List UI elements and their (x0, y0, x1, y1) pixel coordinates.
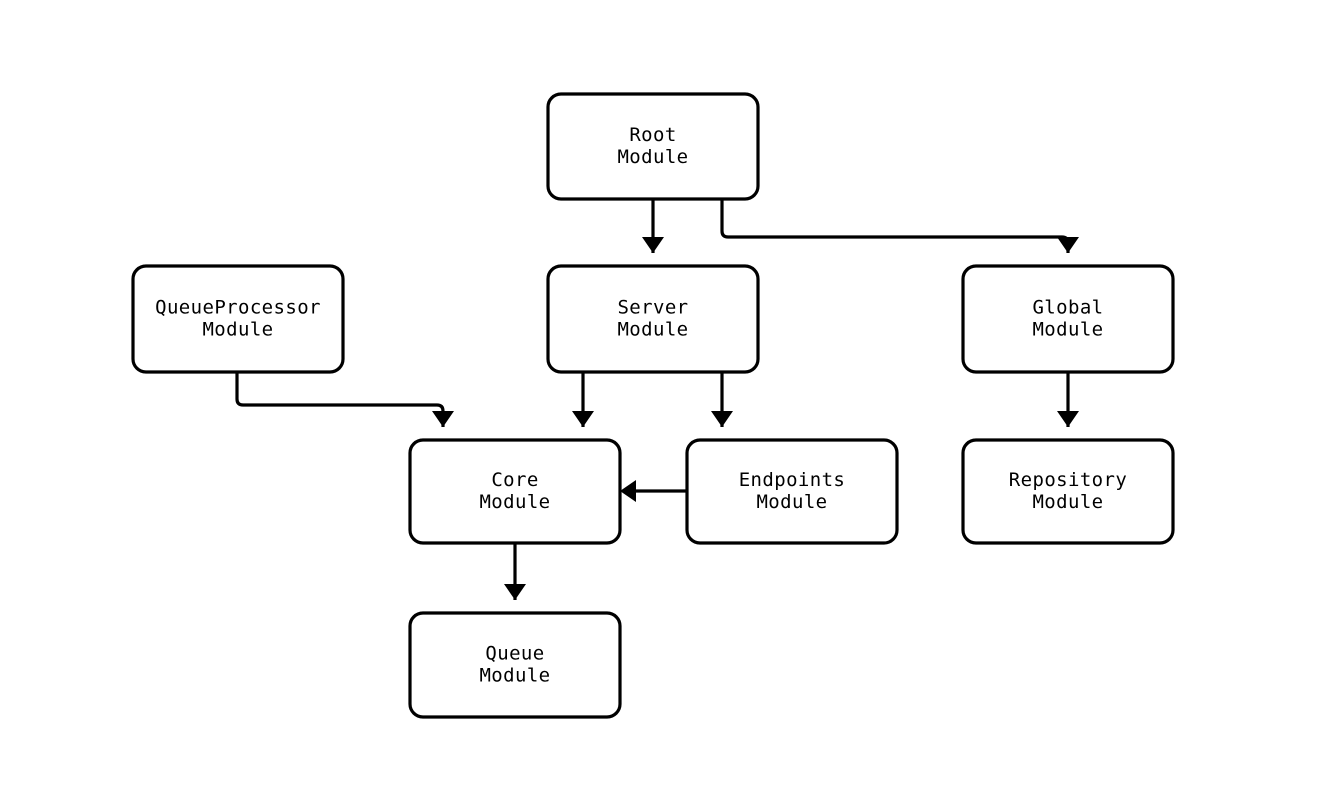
node-label-endpoints-line2: Module (756, 491, 827, 513)
node-box-server[interactable] (546, 264, 760, 374)
node-label-server-line2: Module (617, 319, 688, 341)
node-label-queue-line1: Queue (485, 643, 544, 665)
node-label-global-line1: Global (1032, 297, 1103, 319)
node-box-endpoints[interactable] (685, 438, 899, 545)
arrowhead-head-global-repository (1057, 411, 1079, 427)
node-box-core[interactable] (408, 438, 622, 545)
arrowhead-head-core-queue (504, 584, 526, 600)
arrowhead-head-root-global (1057, 237, 1079, 253)
node-box-queueprocessor[interactable] (131, 264, 345, 374)
node-label-server-line1: Server (617, 297, 688, 319)
arrowheads-layer (432, 237, 1079, 600)
arrowhead-head-queueprocessor-core (432, 411, 454, 427)
node-label-core-line2: Module (479, 491, 550, 513)
arrowhead-head-server-core (572, 411, 594, 427)
node-label-queueprocessor-line1: QueueProcessor (155, 297, 321, 319)
node-box-global[interactable] (961, 264, 1175, 374)
node-label-root-line1: Root (629, 124, 676, 146)
node-box-queue[interactable] (408, 611, 622, 719)
node-label-global-line2: Module (1032, 319, 1103, 341)
edge-queueprocessor-to-core (235, 372, 445, 427)
node-label-queue-line2: Module (479, 665, 550, 687)
arrowhead-head-server-endpoints (711, 411, 733, 427)
node-label-endpoints-line1: Endpoints (739, 469, 846, 491)
nodes-layer: RootModuleQueueProcessorModuleServerModu… (131, 92, 1175, 719)
edges-layer (235, 199, 1070, 600)
node-box-root[interactable] (546, 92, 760, 201)
edge-root-to-global (720, 199, 1070, 253)
node-label-core-line1: Core (491, 469, 538, 491)
node-label-queueprocessor-line2: Module (202, 319, 273, 341)
node-box-repository[interactable] (961, 438, 1175, 545)
node-label-repository-line2: Module (1032, 491, 1103, 513)
node-label-root-line2: Module (617, 146, 688, 168)
arrowhead-head-endpoints-core (620, 480, 636, 502)
arrowhead-head-root-server (642, 237, 664, 253)
node-label-repository-line1: Repository (1009, 469, 1127, 491)
